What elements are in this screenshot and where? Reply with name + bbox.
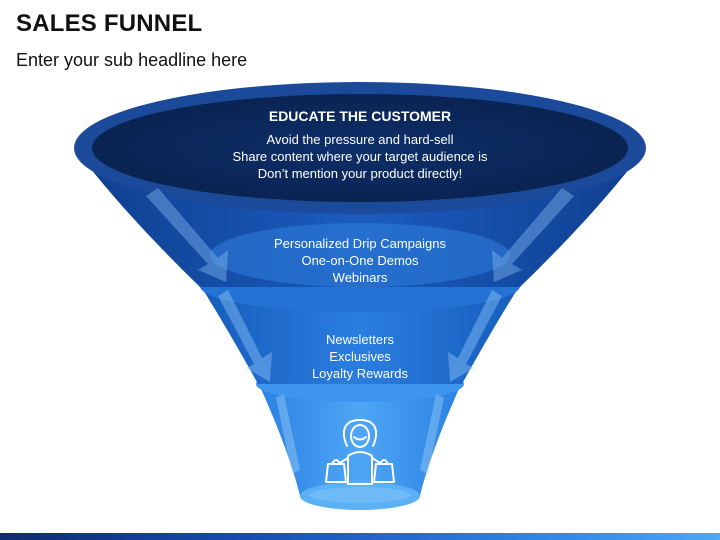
arrow-right-2 bbox=[448, 290, 502, 382]
stage-1-line-1: Avoid the pressure and hard-sell bbox=[266, 132, 454, 147]
stage-1-line-3: Don’t mention your product directly! bbox=[257, 166, 463, 181]
page-title: SALES FUNNEL bbox=[16, 10, 203, 37]
arrow-left-3 bbox=[276, 394, 300, 474]
stage-2-line-2: One-on-One Demos bbox=[301, 253, 419, 268]
stage-1-text: EDUCATE THE CUSTOMER Avoid the pressure … bbox=[0, 108, 720, 182]
stage-2-text: Personalized Drip Campaigns One-on-One D… bbox=[0, 235, 720, 286]
stage-3-line-1: Newsletters bbox=[326, 332, 394, 347]
stage-2-line-1: Personalized Drip Campaigns bbox=[274, 236, 446, 251]
footer-accent-bar bbox=[0, 533, 720, 540]
arrow-left-2 bbox=[218, 290, 272, 382]
stage-3-line-2: Exclusives bbox=[329, 349, 391, 364]
stage-1-heading: EDUCATE THE CUSTOMER bbox=[268, 108, 452, 124]
stage-3-text: Newsletters Exclusives Loyalty Rewards bbox=[0, 331, 720, 382]
arrow-right-1 bbox=[492, 188, 574, 282]
stage-1-line-2: Share content where your target audience… bbox=[232, 149, 488, 164]
stage-3-line-3: Loyalty Rewards bbox=[311, 366, 409, 381]
page-subtitle: Enter your sub headline here bbox=[16, 50, 248, 70]
funnel-opening bbox=[92, 94, 628, 202]
stage-2-line-3: Webinars bbox=[332, 270, 388, 285]
funnel-stage-2 bbox=[200, 285, 520, 384]
funnel-stage-1-highlight bbox=[210, 223, 510, 287]
shopper-with-bags-icon bbox=[325, 419, 395, 485]
arrow-right-3 bbox=[420, 394, 444, 474]
arrow-left-1 bbox=[146, 188, 228, 282]
